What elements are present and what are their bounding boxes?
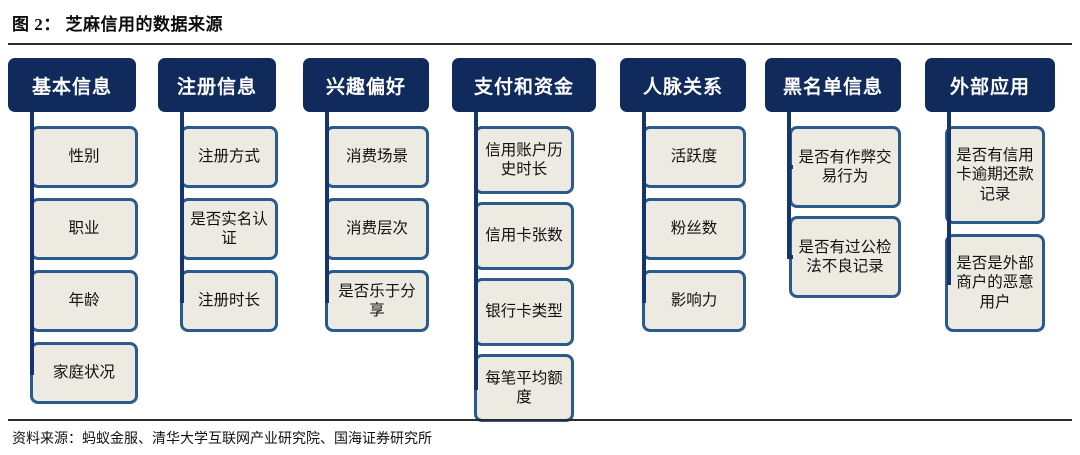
bottom-divider — [8, 419, 1072, 421]
connector-trunk — [180, 112, 184, 303]
category-item[interactable]: 消费场景 — [325, 126, 429, 188]
category-header-7[interactable]: 外部应用 — [925, 58, 1055, 112]
category-header-5[interactable]: 人脉关系 — [620, 58, 746, 112]
category-item[interactable]: 注册时长 — [180, 270, 278, 332]
category-item[interactable]: 是否是外部商户的恶意用户 — [945, 234, 1045, 332]
category-header-4[interactable]: 支付和资金 — [452, 58, 596, 112]
category-item[interactable]: 是否乐于分享 — [325, 270, 429, 332]
connector-trunk — [642, 112, 646, 303]
category-item[interactable]: 粉丝数 — [642, 198, 746, 260]
category-item[interactable]: 年龄 — [30, 270, 138, 332]
category-item[interactable]: 每笔平均额度 — [474, 354, 574, 422]
category-item[interactable]: 活跃度 — [642, 126, 746, 188]
top-divider — [8, 43, 1072, 45]
category-item[interactable]: 性别 — [30, 126, 138, 188]
category-item[interactable]: 是否实名认证 — [180, 198, 278, 260]
category-header-6[interactable]: 黑名单信息 — [765, 58, 901, 112]
connector-trunk — [325, 112, 329, 303]
connector-trunk — [787, 112, 791, 259]
category-header-3[interactable]: 兴趣偏好 — [303, 58, 429, 112]
category-header-1[interactable]: 基本信息 — [8, 58, 136, 112]
category-item[interactable]: 消费层次 — [325, 198, 429, 260]
category-item[interactable]: 是否有信用卡逾期还款记录 — [945, 126, 1045, 224]
category-item[interactable]: 银行卡类型 — [474, 278, 574, 346]
category-item[interactable]: 影响力 — [642, 270, 746, 332]
category-item[interactable]: 信用账户历史时长 — [474, 126, 574, 194]
connector-trunk — [474, 112, 478, 390]
figure-source: 资料来源：蚂蚁金服、清华大学互联网产业研究院、国海证券研究所 — [12, 432, 432, 447]
category-item[interactable]: 是否有过公检法不良记录 — [789, 216, 901, 298]
category-header-2[interactable]: 注册信息 — [158, 58, 276, 112]
connector-trunk — [30, 112, 34, 375]
category-item[interactable]: 信用卡张数 — [474, 202, 574, 270]
category-item[interactable]: 是否有作弊交易行为 — [789, 126, 901, 208]
category-item[interactable]: 注册方式 — [180, 126, 278, 188]
category-item[interactable]: 职业 — [30, 198, 138, 260]
figure-title: 图 2： 芝麻信用的数据来源 — [12, 15, 223, 34]
connector-trunk — [947, 112, 951, 285]
category-item[interactable]: 家庭状况 — [30, 342, 138, 404]
